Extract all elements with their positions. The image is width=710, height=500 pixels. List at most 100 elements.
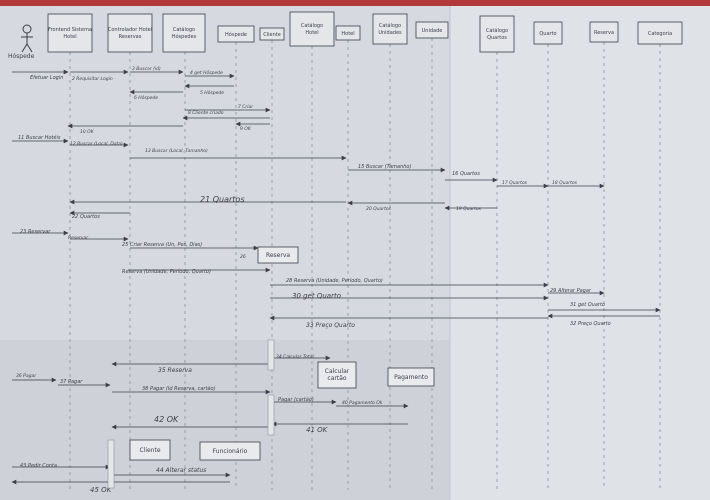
message-label: 45 OK: [90, 486, 113, 494]
note: Reserva: [257, 246, 299, 264]
note-box: [317, 361, 357, 389]
message: 19 Quartos: [444, 205, 497, 212]
message: 45 OK: [11, 479, 230, 494]
note-label: Funcionário: [213, 448, 248, 455]
lifeline: Cliente: [259, 27, 285, 490]
message-label: 20 Quartos: [366, 206, 392, 212]
message: Efetuar Login: [12, 69, 69, 81]
message-label: 13 Buscar (Local, Tamanho): [145, 148, 208, 154]
lifeline-box: [107, 13, 153, 53]
message: 31 get Quarto: [548, 302, 661, 313]
message-label: 2 Requisitar Login: [72, 76, 113, 82]
message-label: 40 Pagamento Ok: [342, 400, 383, 406]
message: 7 Criar: [185, 104, 271, 113]
lifeline-box: [217, 25, 255, 43]
message-label: 26: [240, 254, 246, 260]
lifeline-label: Categoria: [648, 31, 672, 37]
message-label: 5 Hóspede: [200, 89, 224, 96]
lifeline-box: [289, 11, 335, 47]
message-label: 16 Quartos: [452, 171, 480, 177]
message: 2 Requisitar Login: [70, 69, 129, 82]
note-box: [387, 367, 435, 387]
paper-shadow: [0, 340, 450, 500]
lifeline: Quarto: [533, 21, 563, 490]
lifeline-box: [162, 13, 206, 53]
message: 37 Pagar: [58, 379, 111, 388]
message: 28 Reserva (Unidade, Período, Quarto): [270, 277, 549, 288]
message: 13 Buscar (Local, Tamanho): [130, 148, 347, 161]
message: 30 get Quarto: [270, 292, 549, 301]
tablecloth-edge: [0, 0, 710, 6]
lifeline-label: Unidade: [422, 28, 443, 34]
message-label: 25 Criar Reserva (Un, Pes, Dias): [122, 242, 202, 248]
message: 38 Pagar (Id Reserva, cartão): [112, 386, 271, 395]
message: 9 OK: [235, 121, 270, 132]
activation-bar: [267, 339, 275, 371]
actor-label: Hóspede: [8, 53, 35, 60]
message: 18 Quartos: [548, 180, 605, 189]
message: 25 Criar Reserva (Un, Pes, Dias): [122, 242, 259, 251]
lifeline-box: [637, 21, 683, 45]
message-label: 6 Hóspede: [134, 94, 158, 101]
message: 6 Hóspede: [129, 89, 183, 101]
lifeline-box: [335, 25, 361, 41]
message: Pagar (cartão): [272, 397, 337, 405]
note: Pagamento: [387, 367, 435, 387]
message: 12 Buscar (Local, Data): [70, 141, 129, 148]
message-label: 33 Preço Quarto: [306, 322, 355, 329]
lifeline-box: [415, 21, 449, 39]
message-label: 44 Alterar status: [156, 467, 206, 474]
message: 43 Pedir Conta: [12, 463, 111, 470]
message: 40 Pagamento Ok: [336, 400, 409, 409]
message: 22 Quartos: [69, 210, 130, 220]
message: 15 Buscar (Tamanho): [348, 164, 446, 173]
message: 17 Quartos: [497, 180, 549, 189]
paper-right-panel: [450, 0, 710, 500]
message-label: 35 Reserva: [158, 367, 192, 374]
note-box: [199, 441, 261, 461]
message: 16 Quartos: [445, 171, 498, 183]
message: 10 OK: [67, 123, 183, 135]
note-box: [257, 246, 299, 264]
message-label: 38 Pagar (Id Reserva, cartão): [142, 386, 216, 392]
lifeline-box: [47, 13, 93, 53]
message-label: 10 OK: [80, 129, 95, 135]
message-label: 15 Buscar (Tamanho): [358, 164, 411, 170]
note-label: Cliente: [139, 447, 160, 454]
message: Reserva (Unidade, Período, Quarto): [122, 267, 271, 275]
lifeline-label: Hóspede: [225, 31, 247, 38]
message-label: 9 OK: [240, 126, 252, 132]
message: 5 Hóspede: [184, 83, 234, 96]
message: Reservar: [68, 235, 129, 242]
message: 20 Quartos: [347, 200, 445, 212]
lifeline: Hotel: [335, 25, 361, 490]
message: 23 Reservar: [12, 229, 69, 236]
message-label: 28 Reserva (Unidade, Período, Quarto): [286, 277, 383, 284]
activation-bar: [267, 394, 275, 436]
lifeline: Hóspede: [217, 25, 255, 490]
message-label: 18 Quartos: [552, 180, 578, 186]
message-label: 19 Quartos: [456, 206, 482, 212]
lifeline-label: Quarto: [539, 31, 556, 37]
message-label: 7 Criar: [238, 104, 254, 110]
message-label: 43 Pedir Conta: [20, 463, 57, 469]
lifeline-box: [479, 15, 515, 53]
lifeline-box: [589, 21, 619, 43]
message: 11 Buscar Hotéis: [12, 134, 69, 144]
lifeline-label: Cliente: [263, 32, 281, 38]
lifeline-box: [533, 21, 563, 45]
message-label: Efetuar Login: [30, 75, 63, 81]
message-label: Reservar: [68, 235, 89, 241]
message: 8 Cliente criado: [182, 110, 270, 121]
